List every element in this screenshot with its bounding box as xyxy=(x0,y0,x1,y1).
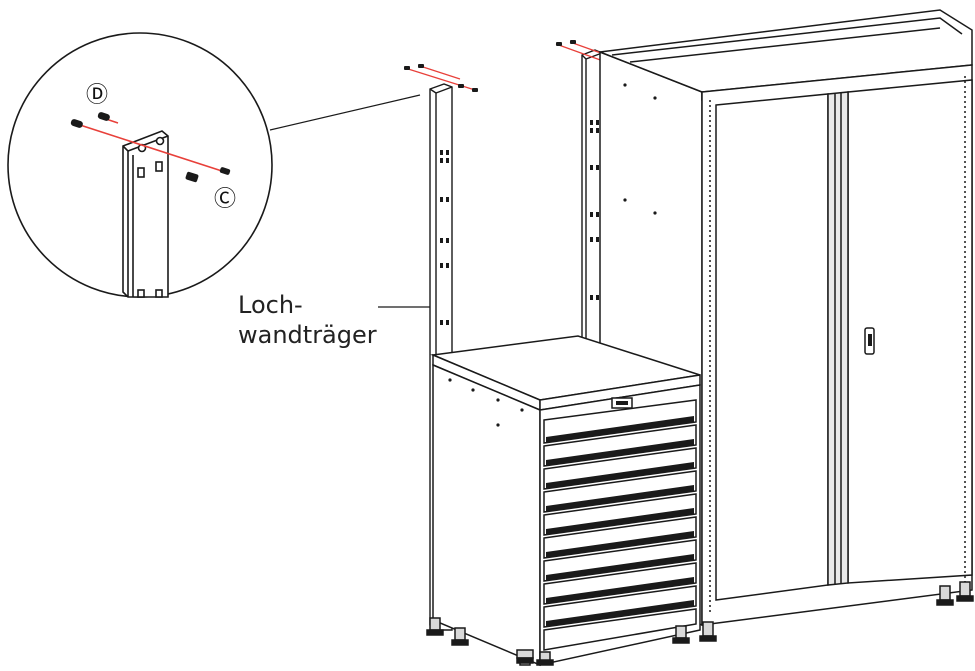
detail-upright xyxy=(122,130,169,298)
tall-cabinet xyxy=(599,9,974,642)
drawer-cabinet xyxy=(426,335,701,667)
detail-magnifier: Ⓓ Ⓒ xyxy=(7,32,421,298)
cabinet-feet xyxy=(699,581,974,642)
upright-holes xyxy=(440,150,449,325)
bolt-d-icon xyxy=(70,112,110,128)
left-upright-fasteners xyxy=(404,64,478,92)
cabinet-left-door xyxy=(715,93,829,601)
drawer-cabinet-feet xyxy=(426,617,690,666)
nut-c-icon xyxy=(185,167,231,183)
right-upright xyxy=(581,49,603,351)
part-label-d: Ⓓ xyxy=(86,83,108,108)
cabinet-handle-icon xyxy=(864,327,875,355)
callout-label-line2: wandträger xyxy=(238,321,377,349)
callout-label-line1: Loch- xyxy=(238,291,303,319)
pegboard-support-callout: Loch- wandträger xyxy=(238,291,433,349)
part-label-c: Ⓒ xyxy=(214,187,236,212)
